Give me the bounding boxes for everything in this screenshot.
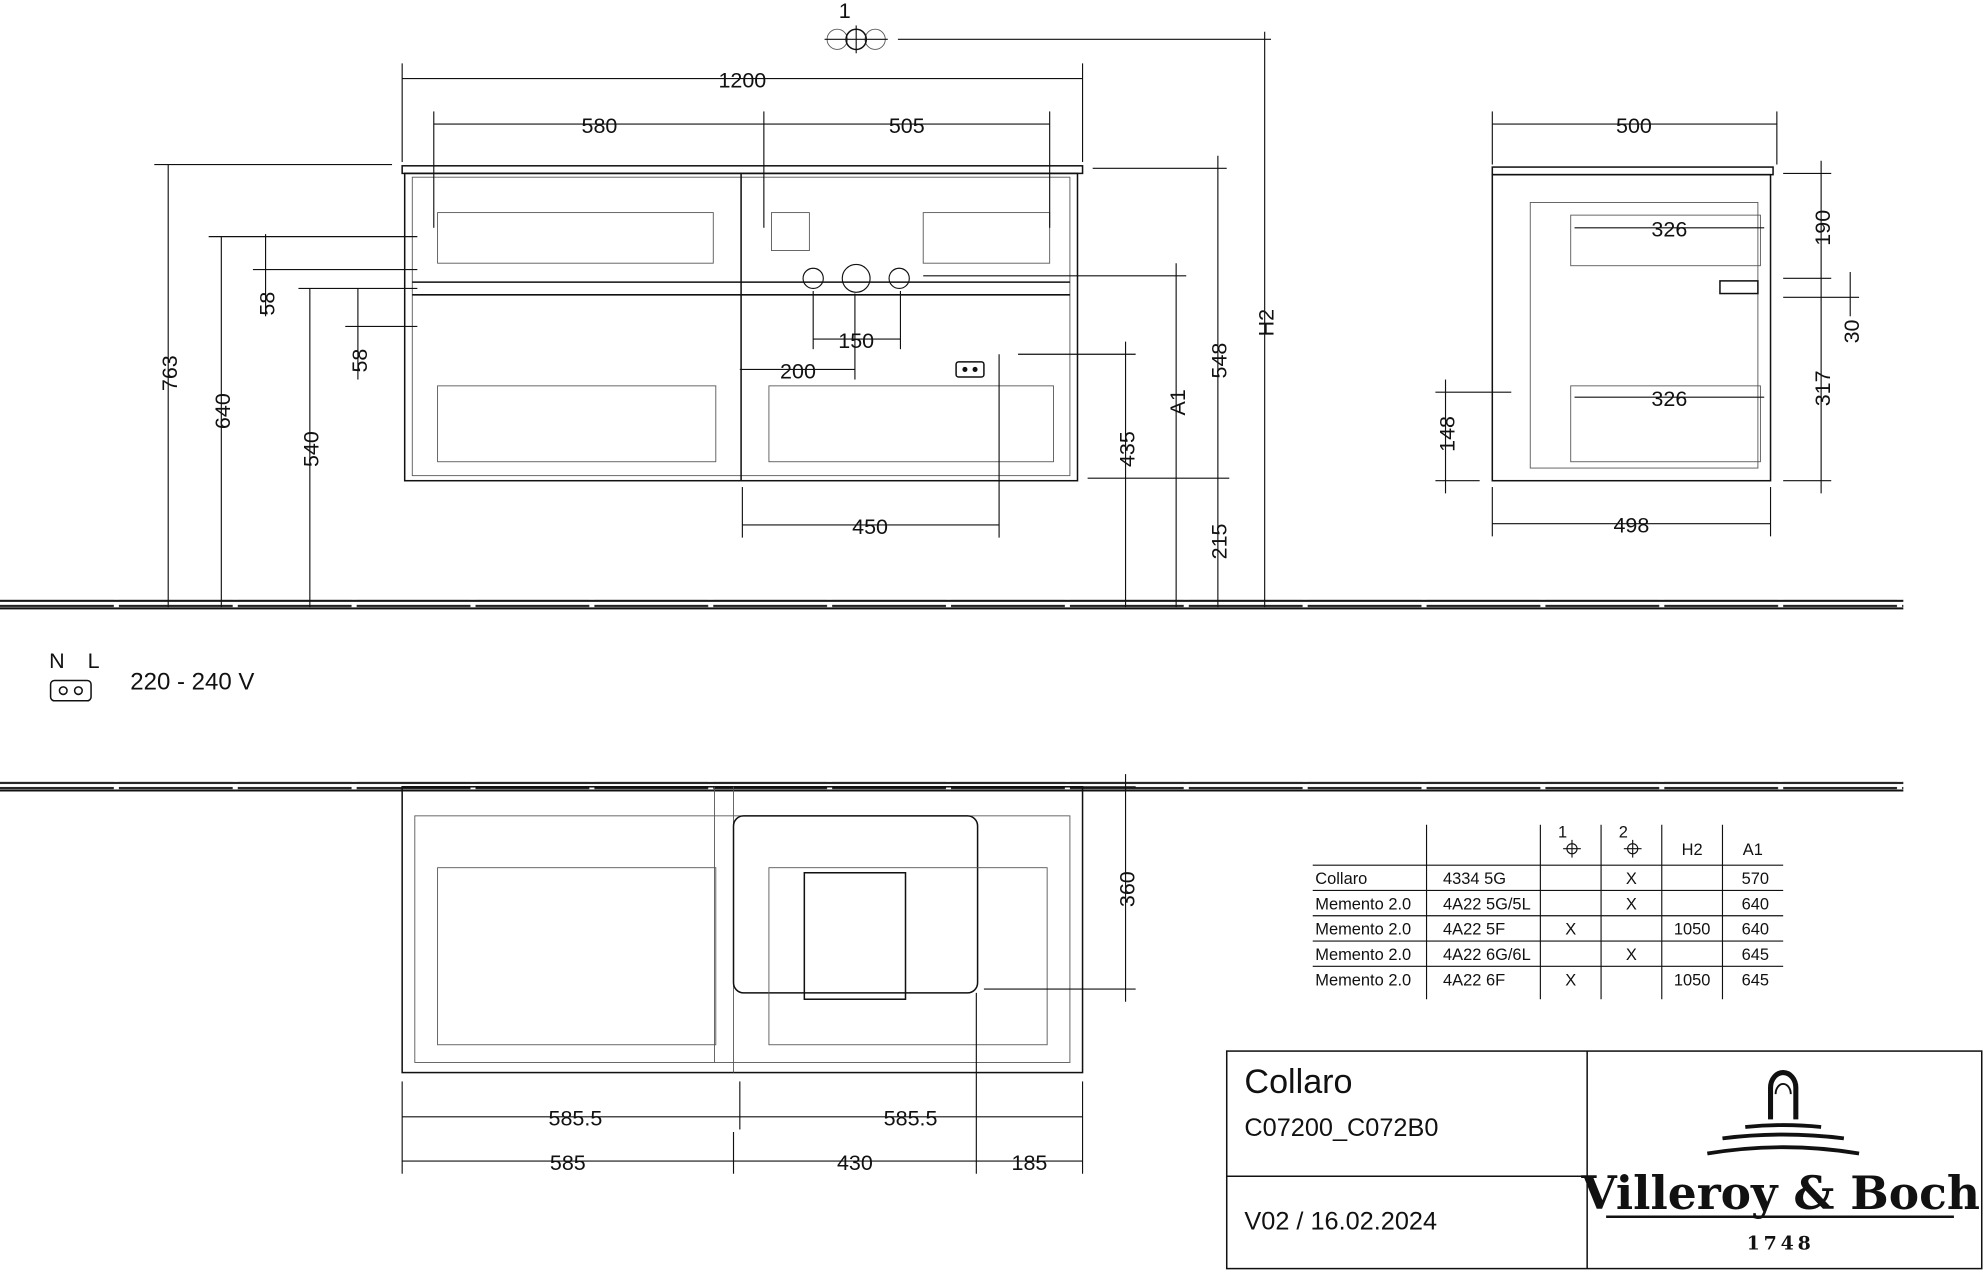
dim-215: 215 — [1208, 523, 1232, 559]
dim-190: 190 — [1811, 210, 1835, 246]
brand-name: Villeroy & Boch — [1580, 1166, 1980, 1220]
table-row: Collaro 4334 5G X 570 — [1315, 870, 1769, 888]
svg-text:570: 570 — [1742, 870, 1769, 888]
dim-185: 185 — [1012, 1151, 1048, 1175]
header-tap-2: 2 — [1619, 823, 1628, 841]
svg-text:Memento 2.0: Memento 2.0 — [1315, 921, 1411, 939]
dim-580: 580 — [582, 114, 618, 138]
header-a1: A1 — [1743, 841, 1763, 859]
table-row: Memento 2.0 4A22 6F X 1050 645 — [1315, 971, 1769, 989]
dim-200: 200 — [780, 359, 816, 383]
variant-table: 1 2 H2 A1 Collaro 4334 5G X 570 Memento 2… — [1312, 823, 1784, 1000]
svg-text:X: X — [1626, 895, 1637, 913]
dim-450: 450 — [852, 515, 888, 539]
floor-line — [0, 599, 1904, 610]
title-block: Collaro C07200_C072B0 V02 / 16.02.2024 V… — [1225, 1050, 1983, 1270]
svg-text:640: 640 — [1742, 921, 1769, 939]
socket-icon — [49, 679, 92, 702]
dim-540: 540 — [300, 431, 324, 467]
neutral-label: N — [49, 649, 65, 673]
live-label: L — [88, 649, 100, 673]
tap-hole-icon — [1563, 839, 1581, 858]
svg-text:4A22 5G/5L: 4A22 5G/5L — [1443, 895, 1531, 913]
svg-text:Memento 2.0: Memento 2.0 — [1315, 946, 1411, 964]
dim-585-5-left: 585.5 — [549, 1107, 603, 1131]
svg-text:645: 645 — [1742, 946, 1769, 964]
dim-a1: A1 — [1166, 389, 1190, 415]
dim-430: 430 — [837, 1151, 873, 1175]
dim-763: 763 — [158, 355, 182, 391]
svg-text:640: 640 — [1742, 895, 1769, 913]
dim-640: 640 — [211, 393, 235, 429]
front-dimensions: 1200 580 505 763 640 540 58 58 150 200 4… — [154, 31, 1279, 608]
table-row: Memento 2.0 4A22 5G/5L X 640 — [1315, 895, 1769, 913]
dim-548: 548 — [1208, 343, 1232, 379]
dim-585-5-right: 585.5 — [884, 1107, 938, 1131]
svg-text:X: X — [1626, 946, 1637, 964]
dim-58-b: 58 — [348, 349, 372, 373]
svg-text:X: X — [1565, 971, 1576, 989]
brand-logo-icon — [1606, 1070, 1954, 1219]
dim-585: 585 — [550, 1151, 586, 1175]
svg-text:Collaro: Collaro — [1315, 870, 1367, 888]
dim-30: 30 — [1840, 319, 1864, 343]
voltage-label: 220 - 240 V — [130, 668, 254, 695]
svg-text:645: 645 — [1742, 971, 1769, 989]
product-name: Collaro — [1244, 1063, 1352, 1101]
svg-text:Memento 2.0: Memento 2.0 — [1315, 895, 1411, 913]
dim-150: 150 — [838, 329, 874, 353]
svg-text:4A22 5F: 4A22 5F — [1443, 921, 1505, 939]
svg-text:1050: 1050 — [1674, 971, 1711, 989]
dim-498: 498 — [1613, 514, 1649, 538]
dim-500: 500 — [1616, 114, 1652, 138]
header-h2: H2 — [1682, 841, 1703, 859]
dim-1200: 1200 — [718, 68, 766, 92]
svg-text:4A22 6F: 4A22 6F — [1443, 971, 1505, 989]
dim-h2: H2 — [1255, 309, 1279, 336]
dim-360: 360 — [1115, 871, 1139, 907]
svg-text:X: X — [1565, 921, 1576, 939]
marker-label: 1 — [839, 0, 851, 23]
dim-58-a: 58 — [255, 292, 279, 316]
dim-435: 435 — [1115, 431, 1139, 467]
front-view-cabinet — [401, 165, 1084, 482]
svg-text:X: X — [1626, 870, 1637, 888]
svg-text:4334 5G: 4334 5G — [1443, 870, 1506, 888]
header-tap-1: 1 — [1558, 823, 1567, 841]
side-view-cabinet: 500 498 326 326 190 30 317 148 — [1435, 111, 1864, 538]
dim-505: 505 — [889, 114, 925, 138]
version-date: V02 / 16.02.2024 — [1244, 1207, 1437, 1235]
svg-text:1050: 1050 — [1674, 921, 1711, 939]
dim-326-top: 326 — [1651, 218, 1687, 242]
tap-hole-marker: 1 — [824, 0, 1271, 54]
table-row: Memento 2.0 4A22 6G/6L X 645 — [1315, 946, 1769, 964]
plan-view-cabinet: 360 585.5 585.5 585 430 185 — [401, 774, 1139, 1175]
product-code: C07200_C072B0 — [1244, 1114, 1438, 1142]
svg-text:Memento 2.0: Memento 2.0 — [1315, 971, 1411, 989]
dim-326-bottom: 326 — [1651, 387, 1687, 411]
electrical-note: N L 220 - 240 V — [49, 649, 254, 702]
dim-317: 317 — [1811, 370, 1835, 406]
svg-text:4A22 6G/6L: 4A22 6G/6L — [1443, 946, 1531, 964]
dim-148: 148 — [1435, 416, 1459, 452]
brand-year: 1748 — [1747, 1233, 1815, 1255]
tap-hole-icon — [1623, 839, 1642, 858]
table-row: Memento 2.0 4A22 5F X 1050 640 — [1315, 921, 1769, 939]
